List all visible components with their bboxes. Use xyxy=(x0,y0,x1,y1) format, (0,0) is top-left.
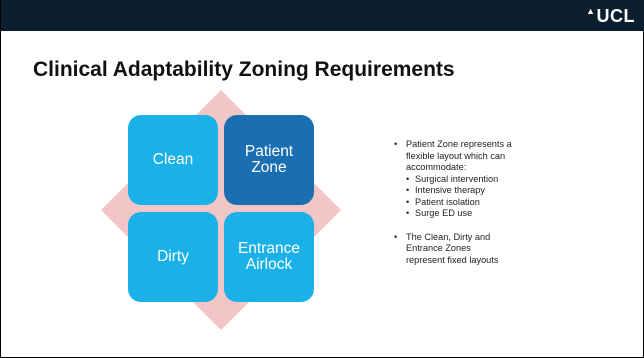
bullet-1-line2: flexible layout which can xyxy=(406,150,506,161)
zone-clean: Clean xyxy=(128,115,218,205)
zoning-diagram: Clean Patient Zone Dirty Entrance Airloc… xyxy=(101,90,341,330)
bullet-2-line3: represent fixed layouts xyxy=(406,254,499,265)
zone-entrance-label-line1: Entrance xyxy=(237,240,301,257)
header-bar: ▲UCL xyxy=(1,0,644,31)
zone-entrance-airlock: Entrance Airlock xyxy=(224,212,314,302)
bullet-1-line3: accommodate: xyxy=(406,162,467,172)
zone-patient: Patient Zone xyxy=(224,115,314,205)
bullet-list: Patient Zone represents a flexible layou… xyxy=(394,139,594,266)
bullet-2-line2: Entrance Zones xyxy=(406,243,471,253)
sub-bullet-surgical: Surgical intervention xyxy=(406,174,594,186)
sub-bullet-surge: Surge ED use xyxy=(406,208,594,220)
zone-clean-label: Clean xyxy=(152,151,194,168)
sub-bullet-isolation: Patient isolation xyxy=(406,197,594,209)
slide-title: Clinical Adaptability Zoning Requirement… xyxy=(33,58,455,81)
bullet-patient-zone: Patient Zone represents a flexible layou… xyxy=(394,139,594,220)
zone-dirty-label: Dirty xyxy=(157,248,189,265)
logo-text: UCL xyxy=(596,6,635,26)
zone-patient-label-line2: Zone xyxy=(251,159,287,176)
sub-bullet-intensive: Intensive therapy xyxy=(406,185,594,197)
bullet-1-line1: Patient Zone represents a xyxy=(406,139,512,149)
zone-entrance-label-line2: Airlock xyxy=(245,256,293,273)
bullet-2-line1: The Clean, Dirty and xyxy=(406,231,491,242)
zone-dirty: Dirty xyxy=(128,212,218,302)
zone-patient-label-line1: Patient xyxy=(244,143,294,160)
logo-mark-icon: ▲ xyxy=(586,6,596,16)
ucl-logo: ▲UCL xyxy=(586,6,635,27)
bullet-fixed-zones: The Clean, Dirty and Entrance Zones repr… xyxy=(394,232,594,267)
